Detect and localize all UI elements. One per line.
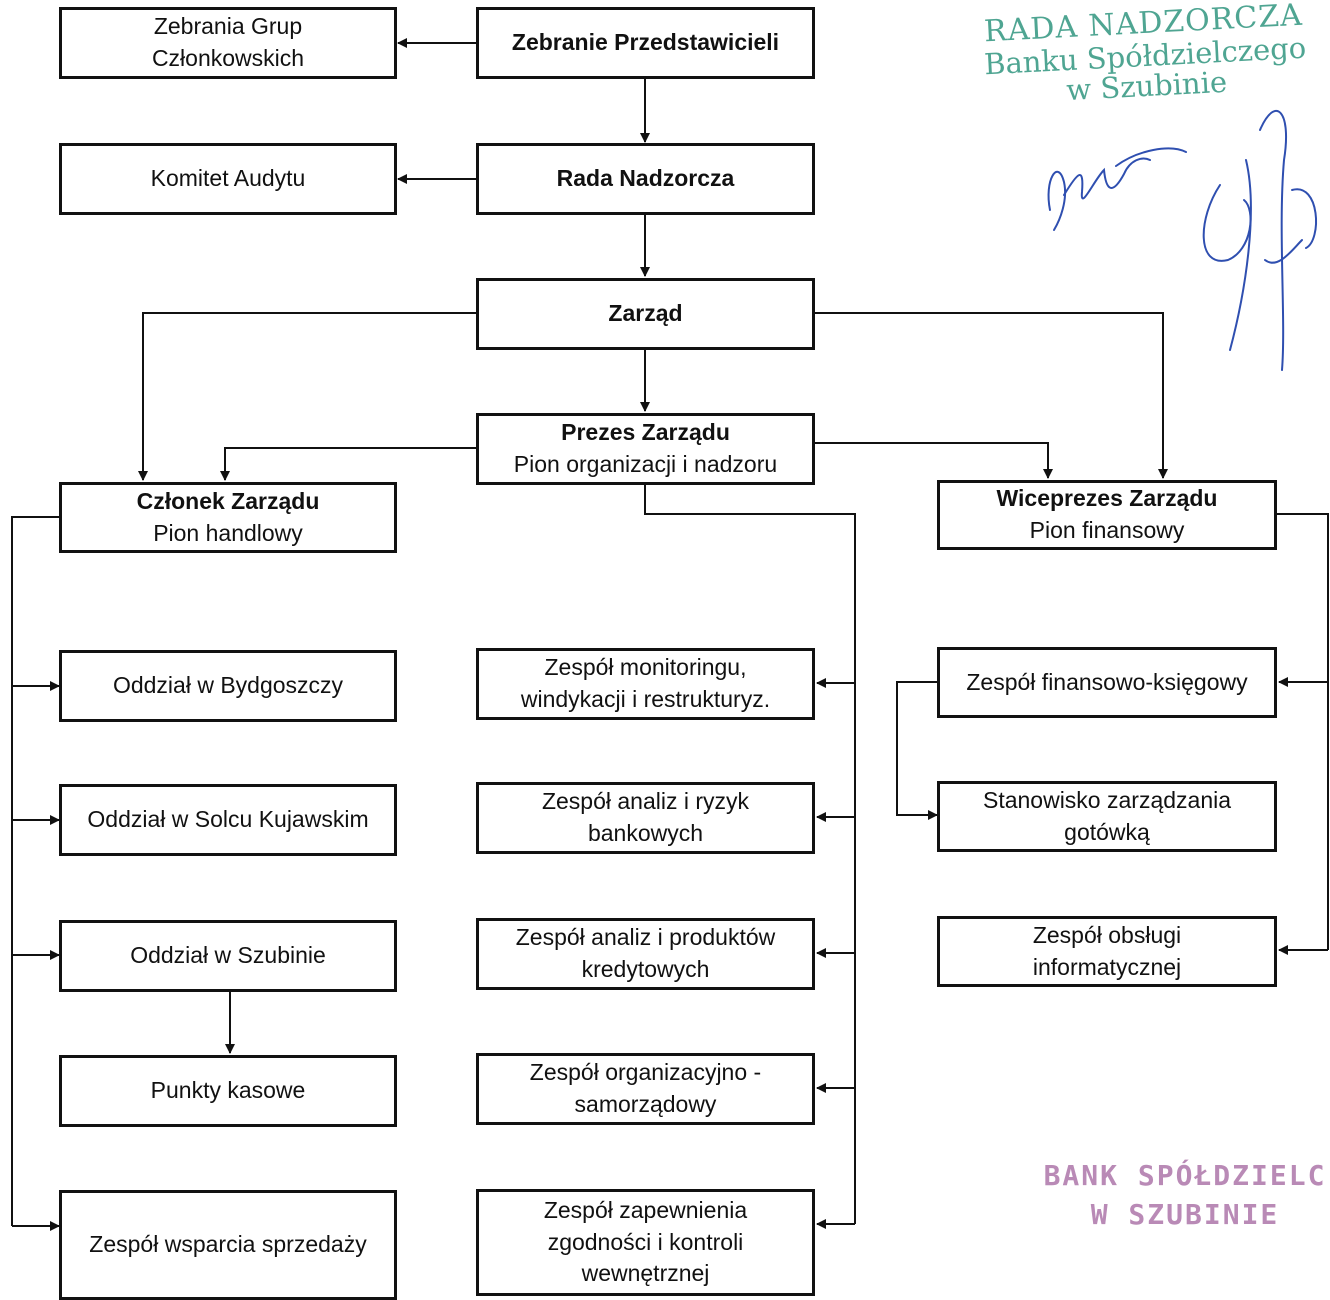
node-punkty-kasowe: Punkty kasowe [59, 1055, 397, 1127]
node-zespol-finansowy: Zespół finansowo-księgowy [937, 647, 1277, 718]
node-label: Oddział w Solcu Kujawskim [87, 806, 369, 833]
arrow-to-gotowka [896, 681, 939, 820]
node-label: Zespół wsparcia sprzedaży [89, 1231, 367, 1258]
node-label: Zespół obsługi [1032, 921, 1182, 948]
arrow-prezes-to-wiceprezes [815, 442, 1053, 479]
node-zespol-analiz-produktow: Zespół analiz i produktów kredytowych [476, 918, 815, 990]
node-label: Zarząd [608, 300, 683, 327]
bus-pion-organizacji [644, 483, 856, 1224]
bus-pion-finansowy [1277, 513, 1329, 950]
node-zespol-wsparcia: Zespół wsparcia sprzedaży [59, 1190, 397, 1300]
node-label: Zebrania Grup [153, 13, 303, 40]
arrow-zarzad-to-czlonek [138, 312, 477, 481]
node-zespol-monitoringu: Zespół monitoringu, windykacji i restruk… [476, 648, 815, 720]
arrow-zarzad-to-wiceprezes [815, 312, 1168, 479]
bank-stamp: BANK SPÓŁDZIELC W SZUBINIE [1020, 1156, 1330, 1234]
node-label: Zespół organizacyjno - [529, 1059, 762, 1086]
stamp-line: W SZUBINIE [1090, 1198, 1280, 1232]
node-label: kredytowych [581, 956, 710, 982]
node-rada-nadzorcza: Rada Nadzorcza [476, 143, 815, 215]
node-label: Komitet Audytu [150, 165, 306, 192]
node-stanowisko-gotowka: Stanowisko zarządzania gotówką [937, 781, 1277, 852]
node-label: Zespół finansowo-księgowy [966, 668, 1248, 695]
node-zespol-organizacyjny: Zespół organizacyjno - samorządowy [476, 1053, 815, 1125]
node-oddzial-bydgoszcz: Oddział w Bydgoszczy [59, 650, 397, 722]
node-label: Członek Zarządu [136, 487, 320, 514]
node-wiceprezes: Wiceprezes Zarządu Pion finansowy [937, 480, 1277, 550]
node-label: Stanowisko zarządzania [982, 786, 1232, 813]
node-label: Punkty kasowe [150, 1077, 306, 1104]
node-label: Pion handlowy [153, 519, 303, 546]
node-zespol-analiz-ryzyk: Zespół analiz i ryzyk bankowych [476, 782, 815, 854]
rada-nadzorcza-stamp: RADA NADZORCZA Banku Spółdzielczego w Sz… [948, 0, 1330, 112]
node-label: Pion organizacji i nadzoru [513, 451, 778, 477]
node-label: gotówką [1064, 818, 1150, 845]
node-label: windykacji i restrukturyz. [520, 686, 771, 712]
node-label: informatycznej [1032, 953, 1182, 980]
node-label: samorządowy [574, 1091, 717, 1117]
node-label: Zespół analiz i produktów [515, 924, 776, 951]
node-zebranie-przedstawicieli: Zebranie Przedstawicieli [476, 7, 815, 79]
bus-pion-handlowy [11, 516, 61, 1226]
node-oddzial-solec: Oddział w Solcu Kujawskim [59, 784, 397, 856]
node-zespol-informatyczny: Zespół obsługi informatycznej [937, 916, 1277, 987]
node-label: wewnętrznej [581, 1260, 710, 1287]
node-czlonek-zarzadu: Członek Zarządu Pion handlowy [59, 482, 397, 553]
node-label: bankowych [587, 820, 704, 846]
node-label: Zespół monitoringu, [544, 654, 747, 681]
node-zespol-zgodnosci: Zespół zapewnienia zgodności i kontroli … [476, 1189, 815, 1296]
node-komitet-audytu: Komitet Audytu [59, 143, 397, 215]
node-label: Zespół zapewnienia [543, 1196, 748, 1223]
node-label: Wiceprezes Zarządu [996, 485, 1218, 512]
node-zarzad: Zarząd [476, 278, 815, 350]
node-zebrania-grup: Zebrania Grup Członkowskich [59, 7, 397, 79]
node-label: Członkowskich [151, 45, 305, 71]
node-label: Oddział w Szubinie [130, 942, 326, 969]
arrow-prezes-to-czlonek [220, 447, 477, 481]
node-oddzial-szubin: Oddział w Szubinie [59, 920, 397, 992]
node-label: Zespół analiz i ryzyk [541, 788, 750, 815]
node-label: Oddział w Bydgoszczy [112, 672, 344, 699]
node-label: Rada Nadzorcza [556, 165, 735, 192]
node-label: zgodności i kontroli [547, 1228, 744, 1255]
node-prezes: Prezes Zarządu Pion organizacji i nadzor… [476, 413, 815, 485]
stamp-line: BANK SPÓŁDZIELC [1043, 1159, 1327, 1192]
node-label: Zebranie Przedstawicieli [511, 29, 780, 56]
node-label: Prezes Zarządu [561, 419, 730, 446]
handwritten-signature [1047, 109, 1317, 371]
node-label: Pion finansowy [1029, 517, 1185, 543]
